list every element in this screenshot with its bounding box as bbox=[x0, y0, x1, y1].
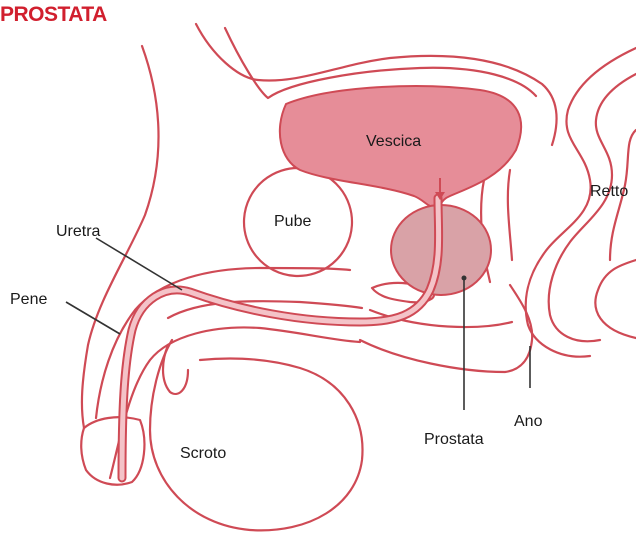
rectum-wall-lower bbox=[595, 260, 636, 338]
label-pube: Pube bbox=[274, 213, 311, 230]
rectum-inner bbox=[549, 74, 636, 341]
penis-upper bbox=[96, 268, 350, 418]
prostata-leader-dot bbox=[462, 276, 467, 281]
glans bbox=[81, 417, 144, 485]
penis-lower bbox=[110, 327, 360, 478]
label-vescica: Vescica bbox=[366, 133, 421, 150]
label-retto: Retto bbox=[590, 183, 628, 200]
label-scroto: Scroto bbox=[180, 445, 226, 462]
uretra-leader bbox=[96, 238, 182, 290]
pelvic-inner-1 bbox=[508, 170, 512, 260]
label-uretra: Uretra bbox=[56, 223, 101, 240]
label-prostata: Prostata bbox=[424, 431, 484, 448]
scrotum bbox=[150, 340, 362, 530]
label-ano: Ano bbox=[514, 413, 543, 430]
label-pene: Pene bbox=[10, 291, 47, 308]
rectum-outer bbox=[526, 48, 636, 357]
